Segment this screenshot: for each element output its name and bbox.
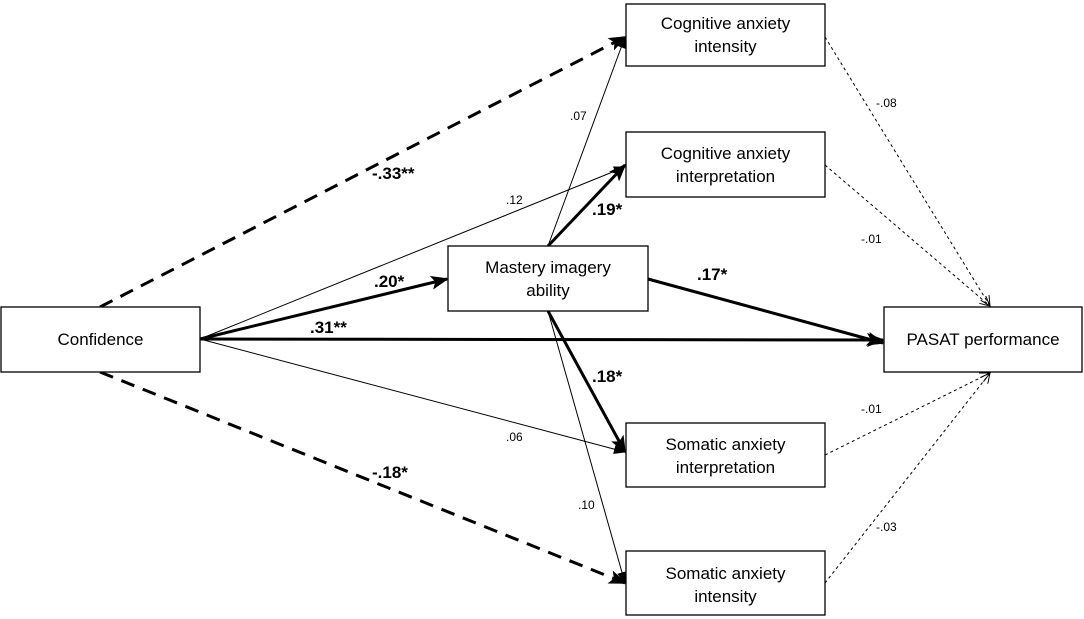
node-mastery-imagery-ability: Mastery imagery ability — [447, 245, 649, 312]
coef-confidence-somatic-intensity: -.18* — [372, 463, 408, 482]
coef-confidence-pasat: .31** — [310, 318, 347, 337]
node-somatic-anxiety-intensity: Somatic anxiety intensity — [625, 550, 826, 616]
node-cognitive-anxiety-interpretation: Cognitive anxiety interpretation — [625, 131, 826, 198]
node-mastery-label-line1: Mastery imagery — [485, 258, 611, 277]
coef-cognitive-intensity-pasat: -.08 — [876, 96, 897, 110]
arrow-mastery-to-cognitive-interpretation — [546, 163, 627, 248]
node-somatic-interpretation-label-line1: Somatic anxiety — [666, 435, 786, 454]
arrow-confidence-to-somatic-intensity — [99, 370, 627, 585]
coef-mastery-cognitive-intensity: .07 — [570, 109, 587, 123]
node-pasat-performance: PASAT performance — [883, 306, 1083, 373]
coef-confidence-somatic-interpretation: .06 — [506, 430, 523, 444]
coef-mastery-pasat: .17* — [697, 265, 728, 284]
arrow-mastery-to-pasat — [647, 277, 885, 346]
node-somatic-intensity-label-line2: intensity — [694, 587, 757, 606]
arrow-mastery-to-cognitive-intensity — [547, 36, 626, 247]
node-somatic-anxiety-interpretation: Somatic anxiety interpretation — [625, 422, 826, 488]
arrow-cognitive-interpretation-to-pasat — [824, 164, 990, 306]
arrow-confidence-to-mastery — [199, 275, 449, 341]
coef-confidence-cognitive-interpretation: .12 — [506, 193, 523, 207]
node-mastery-label-line2: ability — [526, 281, 570, 300]
coef-mastery-somatic-intensity: .10 — [578, 498, 595, 512]
coef-confidence-mastery: .20* — [374, 272, 405, 291]
node-somatic-interpretation-label-line2: interpretation — [676, 458, 775, 477]
node-somatic-intensity-label-line1: Somatic anxiety — [666, 564, 786, 583]
node-cognitive-intensity-label-line2: intensity — [694, 37, 757, 56]
arrow-mastery-to-somatic-interpretation — [546, 310, 627, 454]
coef-mastery-cognitive-interpretation: .19* — [592, 200, 623, 219]
node-pasat-label: PASAT performance — [906, 330, 1059, 349]
node-cognitive-intensity-label-line1: Cognitive anxiety — [661, 14, 791, 33]
node-cognitive-interpretation-label-line1: Cognitive anxiety — [661, 144, 791, 163]
node-confidence-label: Confidence — [57, 330, 143, 349]
arrow-confidence-to-cognitive-interpretation — [199, 166, 626, 340]
arrow-somatic-interpretation-to-pasat — [824, 373, 990, 456]
arrow-confidence-to-somatic-interpretation — [199, 338, 626, 455]
coef-somatic-interpretation-pasat: -.01 — [861, 402, 882, 416]
coef-somatic-intensity-pasat: -.03 — [876, 520, 897, 534]
coef-mastery-somatic-interpretation: .18* — [592, 367, 623, 386]
arrow-confidence-to-cognitive-intensity — [99, 35, 627, 309]
arrow-confidence-to-pasat — [199, 332, 885, 347]
arrow-cognitive-intensity-to-pasat — [824, 36, 990, 306]
arrow-somatic-intensity-to-pasat — [824, 373, 990, 584]
coef-cognitive-interpretation-pasat: -.01 — [861, 232, 882, 246]
node-confidence: Confidence — [0, 306, 201, 373]
arrow-mastery-to-somatic-intensity — [547, 310, 627, 584]
node-cognitive-interpretation-label-line2: interpretation — [676, 167, 775, 186]
coef-confidence-cognitive-intensity: -.33** — [372, 164, 415, 183]
node-cognitive-anxiety-intensity: Cognitive anxiety intensity — [625, 3, 826, 67]
